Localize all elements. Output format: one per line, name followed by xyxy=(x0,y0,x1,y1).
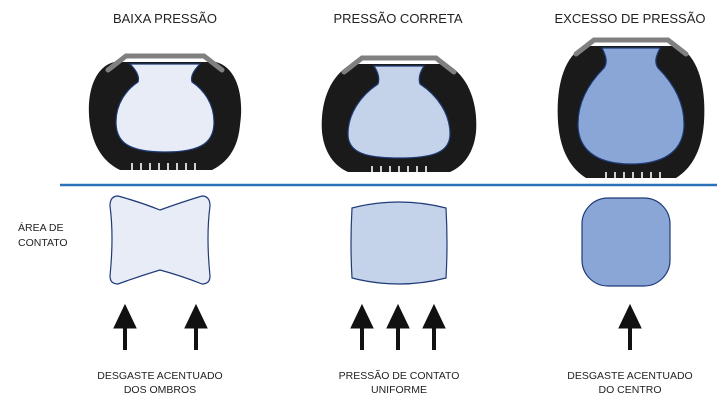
caption-correct-pressure-line1: PRESSÃO DE CONTATO xyxy=(339,369,460,382)
caption-low-pressure-line2: DOS OMBROS xyxy=(124,384,196,396)
caption-excess-pressure-line1: DESGASTE ACENTUADO xyxy=(567,370,692,382)
arrow-up-icon xyxy=(184,303,208,350)
arrow-up-icon xyxy=(422,303,446,350)
caption-excess-pressure-line2: DO CENTRO xyxy=(599,384,662,396)
arrow-up-icon xyxy=(618,303,642,350)
arrow-up-icon xyxy=(113,303,137,350)
contact-patch-low-pressure xyxy=(109,195,211,285)
title-low-pressure: BAIXA PRESSÃO xyxy=(113,11,217,26)
caption-correct-pressure-line2: UNIFORME xyxy=(371,384,427,396)
contact-area-label-line2: CONTATO xyxy=(18,237,68,249)
contact-patch-excess-pressure xyxy=(581,197,671,287)
contact-patch-correct-pressure xyxy=(350,201,448,285)
contact-area-label-line1: ÁREA DE xyxy=(18,221,64,234)
caption-low-pressure-line1: DESGASTE ACENTUADO xyxy=(97,370,222,382)
title-correct-pressure: PRESSÃO CORRETA xyxy=(333,11,462,26)
arrow-up-icon xyxy=(350,303,374,350)
title-excess-pressure: EXCESSO DE PRESSÃO xyxy=(555,11,706,26)
arrow-up-icon xyxy=(386,303,410,350)
tire-correct-pressure-icon xyxy=(321,55,477,172)
tire-low-pressure-icon xyxy=(88,53,242,170)
tire-excess-pressure-icon xyxy=(557,37,705,178)
